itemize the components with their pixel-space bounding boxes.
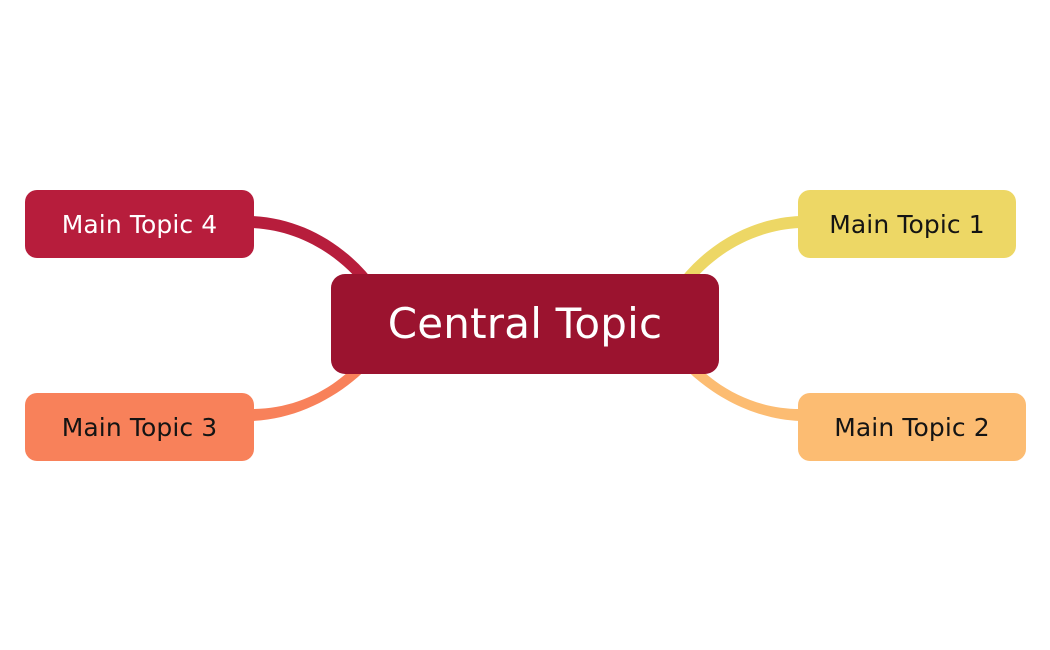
central-topic-label: Central Topic <box>387 299 663 348</box>
main-topic-2-label: Main Topic 2 <box>834 412 990 442</box>
main-topic-2-node[interactable]: Main Topic 2 <box>798 393 1026 461</box>
main-topic-1-node[interactable]: Main Topic 1 <box>798 190 1016 258</box>
main-topic-1-label: Main Topic 1 <box>829 209 985 239</box>
main-topic-3-label: Main Topic 3 <box>61 412 218 442</box>
main-topic-4-node[interactable]: Main Topic 4 <box>25 190 254 258</box>
central-topic-node[interactable]: Central Topic <box>331 274 719 374</box>
main-topic-3-node[interactable]: Main Topic 3 <box>25 393 254 461</box>
main-topic-4-label: Main Topic 4 <box>61 209 218 239</box>
